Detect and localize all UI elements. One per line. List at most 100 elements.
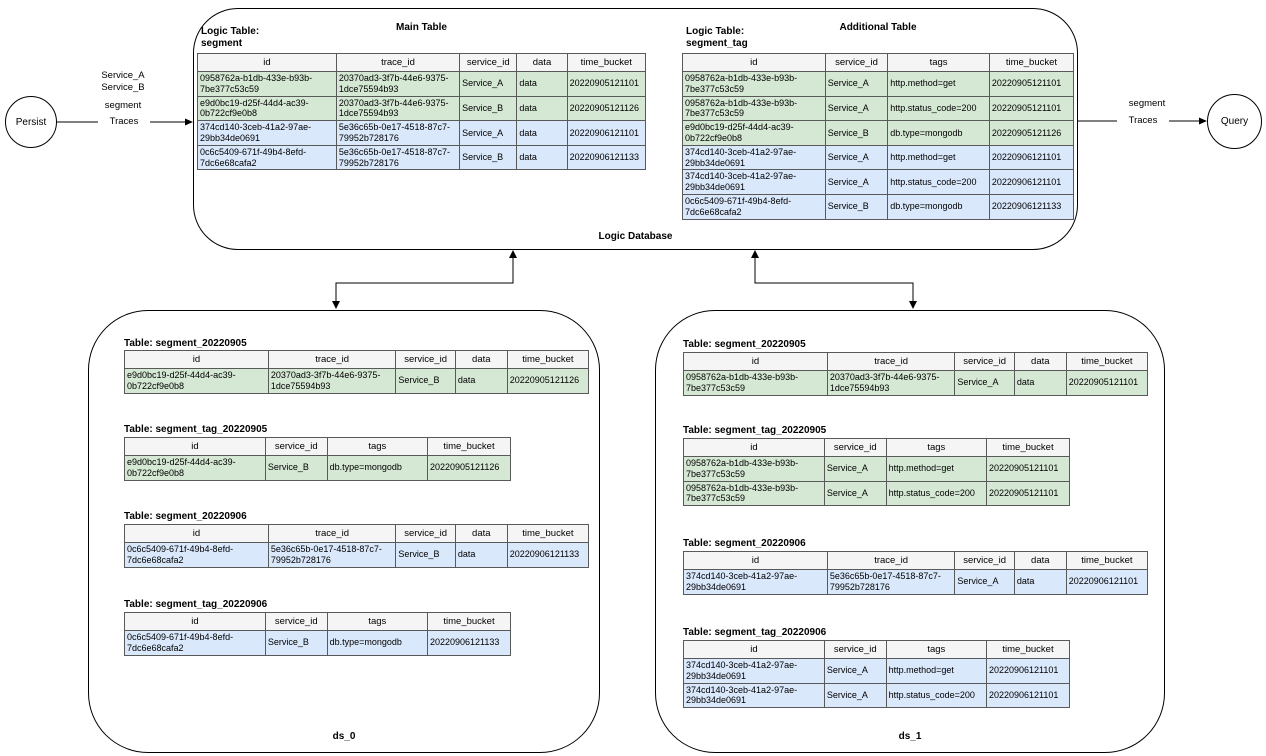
table-cell: 20220906121101 [985,682,1071,709]
main-logic-table-name: segment [201,37,243,49]
column-header: id [197,53,337,72]
table-cell: Service_B [824,193,889,220]
table-cell: Service_A [823,658,887,684]
column-header: data [1013,551,1067,570]
column-header: time_bucket [426,612,512,631]
table-cell: 20220906121101 [988,144,1075,171]
table-cell: 20220905121101 [988,71,1075,97]
table-cell: data [516,120,568,146]
ds1-connector-line [754,257,914,302]
ds1-segment-tag-20220905-title: Table: segment_tag_20220905 [683,425,827,436]
table-cell: data [516,95,568,122]
logic-database-label: Logic Database [598,231,673,242]
column-header: trace_id [267,350,397,369]
table-cell: 0958762a-b1db-433e-b93b-7be377c53c59 [682,95,826,122]
column-header: time_bucket [985,438,1071,457]
table-cell: 20220906121133 [988,193,1075,220]
table-cell: 5e36c65b-0e17-4518-87c7-79952b728176 [335,144,461,171]
table-cell: Service_A [459,120,518,146]
table-cell: 374cd140-3ceb-41a2-97ae-29bb34de0691 [683,682,825,709]
table-cell: e9d0bc19-d25f-44d4-ac39-0b722cf9e0b8 [197,95,337,122]
table-cell: 0c6c5409-671f-49b4-8efd-7dc6e68cafa2 [124,542,269,568]
table-cell: 20220906121133 [506,542,590,568]
ds0-segment-20220905-title: Table: segment_20220905 [124,338,247,349]
table-cell: 374cd140-3ceb-41a2-97ae-29bb34de0691 [683,569,828,595]
column-header: id [124,524,269,543]
table-cell: Service_B [264,455,328,481]
column-header: trace_id [826,352,956,371]
table-cell: data [516,71,568,97]
column-header: service_id [395,350,456,369]
column-header: trace_id [267,524,397,543]
ds1-label: ds_1 [898,731,922,742]
table-cell: db.type=mongodb [326,455,428,481]
column-header: tags [885,640,987,659]
persist-traces-label: Traces [98,116,150,127]
table-cell: 0c6c5409-671f-49b4-8efd-7dc6e68cafa2 [682,193,826,220]
table-cell: 5e36c65b-0e17-4518-87c7-79952b728176 [335,120,461,146]
column-header: data [516,53,568,72]
column-header: id [124,437,266,456]
table-cell: 20370ad3-3f7b-44e6-9375-1dce75594b93 [335,71,461,97]
ds0-segment-20220906-title: Table: segment_20220906 [124,511,247,522]
table-cell: Service_B [824,120,889,146]
column-header: id [683,551,828,570]
table-cell: Service_B [395,542,456,568]
column-header: trace_id [826,551,956,570]
table-cell: db.type=mongodb [326,630,428,656]
column-header: data [1013,352,1067,371]
table-cell: http.status_code=200 [887,169,990,195]
column-header: data [454,350,508,369]
table-cell: db.type=mongodb [887,120,990,146]
table-cell: 20220905121101 [566,71,647,97]
ds0-label: ds_0 [332,731,356,742]
column-header: service_id [264,612,328,631]
ds1-up-arrowhead-icon [751,250,759,258]
table-cell: 374cd140-3ceb-41a2-97ae-29bb34de0691 [683,658,825,684]
table-cell: e9d0bc19-d25f-44d4-ac39-0b722cf9e0b8 [682,120,826,146]
query-traces-label: Traces [1117,115,1169,126]
column-header: time_bucket [1065,352,1149,371]
table-cell: 20220905121126 [988,120,1075,146]
table-cell: Service_B [459,144,518,171]
table-cell: e9d0bc19-d25f-44d4-ac39-0b722cf9e0b8 [124,455,266,481]
ds1-down-arrowhead-icon [909,301,917,309]
table-cell: Service_A [954,370,1015,396]
column-header: id [124,612,266,631]
column-header: id [682,53,826,72]
table-cell: 374cd140-3ceb-41a2-97ae-29bb34de0691 [197,120,337,146]
table-cell: http.status_code=200 [885,682,987,709]
persist-node: Persist [5,96,57,148]
table-cell: 374cd140-3ceb-41a2-97ae-29bb34de0691 [682,169,826,195]
table-cell: http.method=get [885,658,987,684]
query-label: Query [1220,116,1249,127]
persist-service-a-label: Service_A [101,70,145,81]
ds1-segment-20220905-title: Table: segment_20220905 [683,339,806,350]
ds0-segment-tag-20220905-title: Table: segment_tag_20220905 [124,424,268,435]
table-cell: data [516,144,568,171]
